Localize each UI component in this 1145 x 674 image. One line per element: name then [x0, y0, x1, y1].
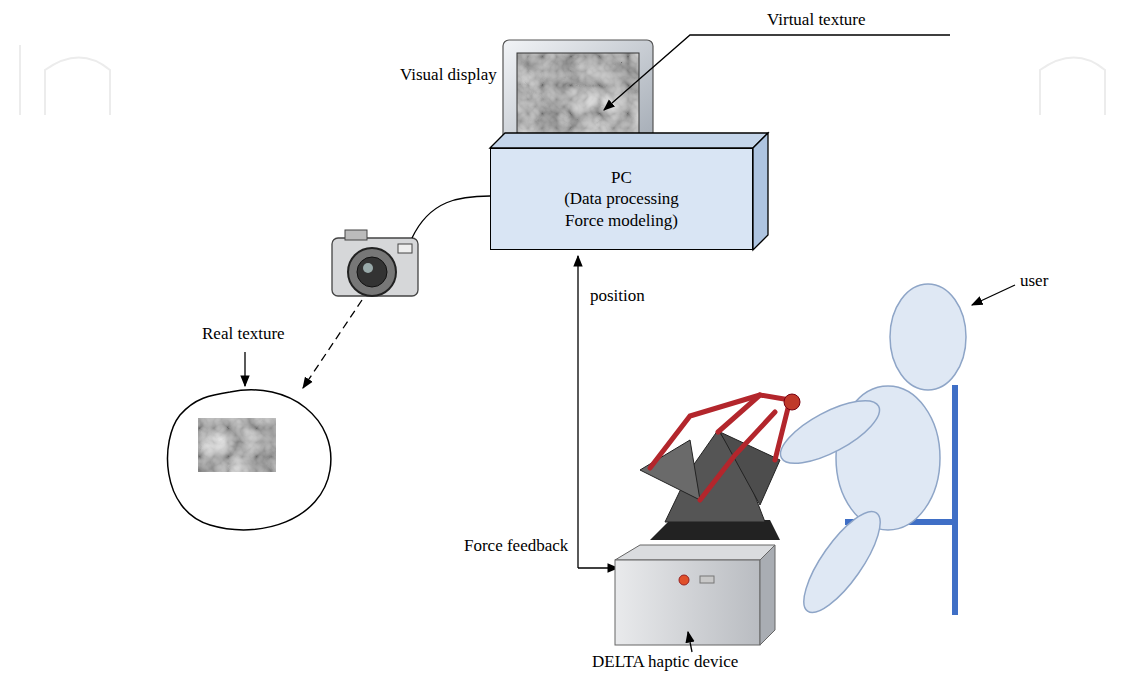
annotation-label: Real texture — [200, 325, 287, 344]
annotation-label: user — [1018, 272, 1050, 291]
haptic-device — [615, 394, 800, 645]
annotation-label: Virtual texture — [765, 11, 868, 30]
box-text: PC — [611, 167, 632, 188]
annotation-label: DELTA haptic device — [590, 653, 740, 672]
annotation-label: Force feedback — [462, 537, 570, 556]
pc-box: PC(Data processing Force modeling) — [490, 148, 753, 250]
annotation-label: position — [588, 287, 647, 306]
user-figure — [772, 284, 966, 623]
annotation-label: Visual display — [398, 66, 499, 85]
camera — [332, 230, 418, 296]
box-text: (Data processing Force modeling) — [552, 188, 692, 231]
